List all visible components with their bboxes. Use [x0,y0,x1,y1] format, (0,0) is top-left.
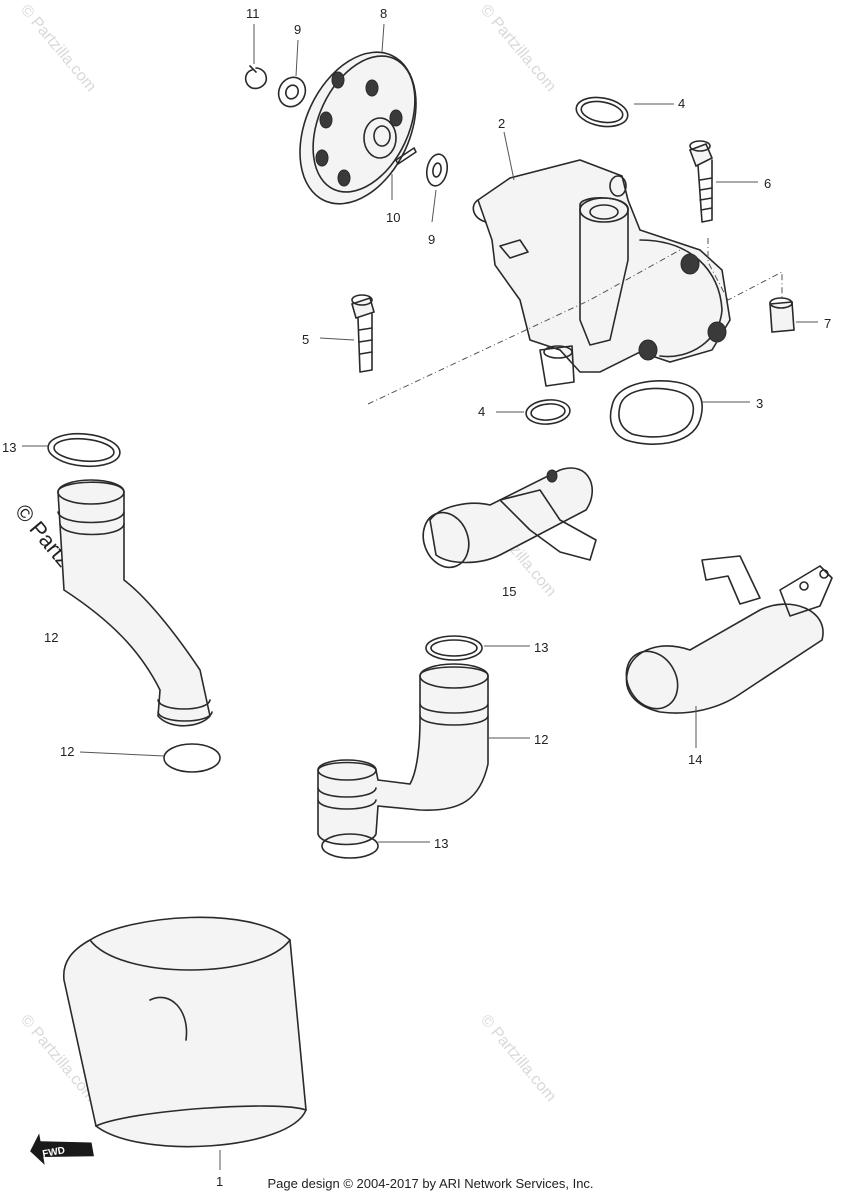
callout-9-lower[interactable]: 9 [428,232,435,247]
callout-1[interactable]: 1 [216,1174,223,1189]
callout-12-left-lower[interactable]: 12 [60,744,74,759]
part-9-washer-upper[interactable] [274,73,310,111]
leader-lines [22,23,818,1170]
part-6-bolt-long[interactable] [688,140,714,223]
callout-8[interactable]: 8 [380,6,387,21]
part-12-pipe-center[interactable] [317,663,489,846]
callout-6[interactable]: 6 [764,176,771,191]
part-12-pipe-left[interactable] [57,479,213,727]
callout-13-center-upper[interactable]: 13 [534,640,548,655]
part-15-pipe-bracket[interactable] [416,467,597,574]
callout-4-upper[interactable]: 4 [678,96,685,111]
part-13-oring-center-upper[interactable] [425,635,483,661]
part-13-oring-center-lower[interactable] [321,833,379,859]
part-13-oring-left-lower[interactable] [163,743,221,773]
part-7-dowel[interactable] [769,297,795,333]
fwd-label: FWD [42,1145,66,1160]
callout-7[interactable]: 7 [824,316,831,331]
callout-13-center-lower[interactable]: 13 [434,836,448,851]
part-2-pump-body[interactable] [472,159,731,387]
callout-3[interactable]: 3 [756,396,763,411]
part-5-bolt-short[interactable] [351,294,375,373]
watermark-top-center: © Partzilla.com [477,2,559,96]
callouts: 11 9 8 4 2 6 10 9 5 7 4 3 13 15 12 13 12… [2,6,831,1189]
part-1-oil-filter[interactable] [63,916,307,1148]
part-4-oring-upper[interactable] [574,94,630,131]
part-13-oring-left[interactable] [47,431,122,469]
part-9-washer-lower[interactable] [424,153,449,188]
callout-2[interactable]: 2 [498,116,505,131]
page-footer: Page design © 2004-2017 by ARI Network S… [267,1176,594,1191]
part-8-pump-gear[interactable] [277,34,439,223]
callout-15[interactable]: 15 [502,584,516,599]
part-11-circlip[interactable] [244,65,268,90]
callout-11[interactable]: 11 [246,6,260,21]
callout-12-center[interactable]: 12 [534,732,548,747]
callout-10[interactable]: 10 [386,210,400,225]
callout-12-left[interactable]: 12 [44,630,58,645]
callout-14[interactable]: 14 [688,752,702,767]
part-4-oring-lower[interactable] [525,398,571,426]
fwd-arrow-icon: FWD [30,1133,94,1165]
callout-13-left[interactable]: 13 [2,440,16,455]
watermark-bottom-center: © Partzilla.com [477,1012,559,1106]
part-3-gasket[interactable] [609,380,703,445]
watermark-top-left: © Partzilla.com [17,2,99,96]
part-10-pin[interactable] [395,147,417,165]
callout-5[interactable]: 5 [302,332,309,347]
callout-9-upper[interactable]: 9 [294,22,301,37]
part-14-pipe-bracket[interactable] [616,555,833,718]
callout-4-lower[interactable]: 4 [478,404,485,419]
